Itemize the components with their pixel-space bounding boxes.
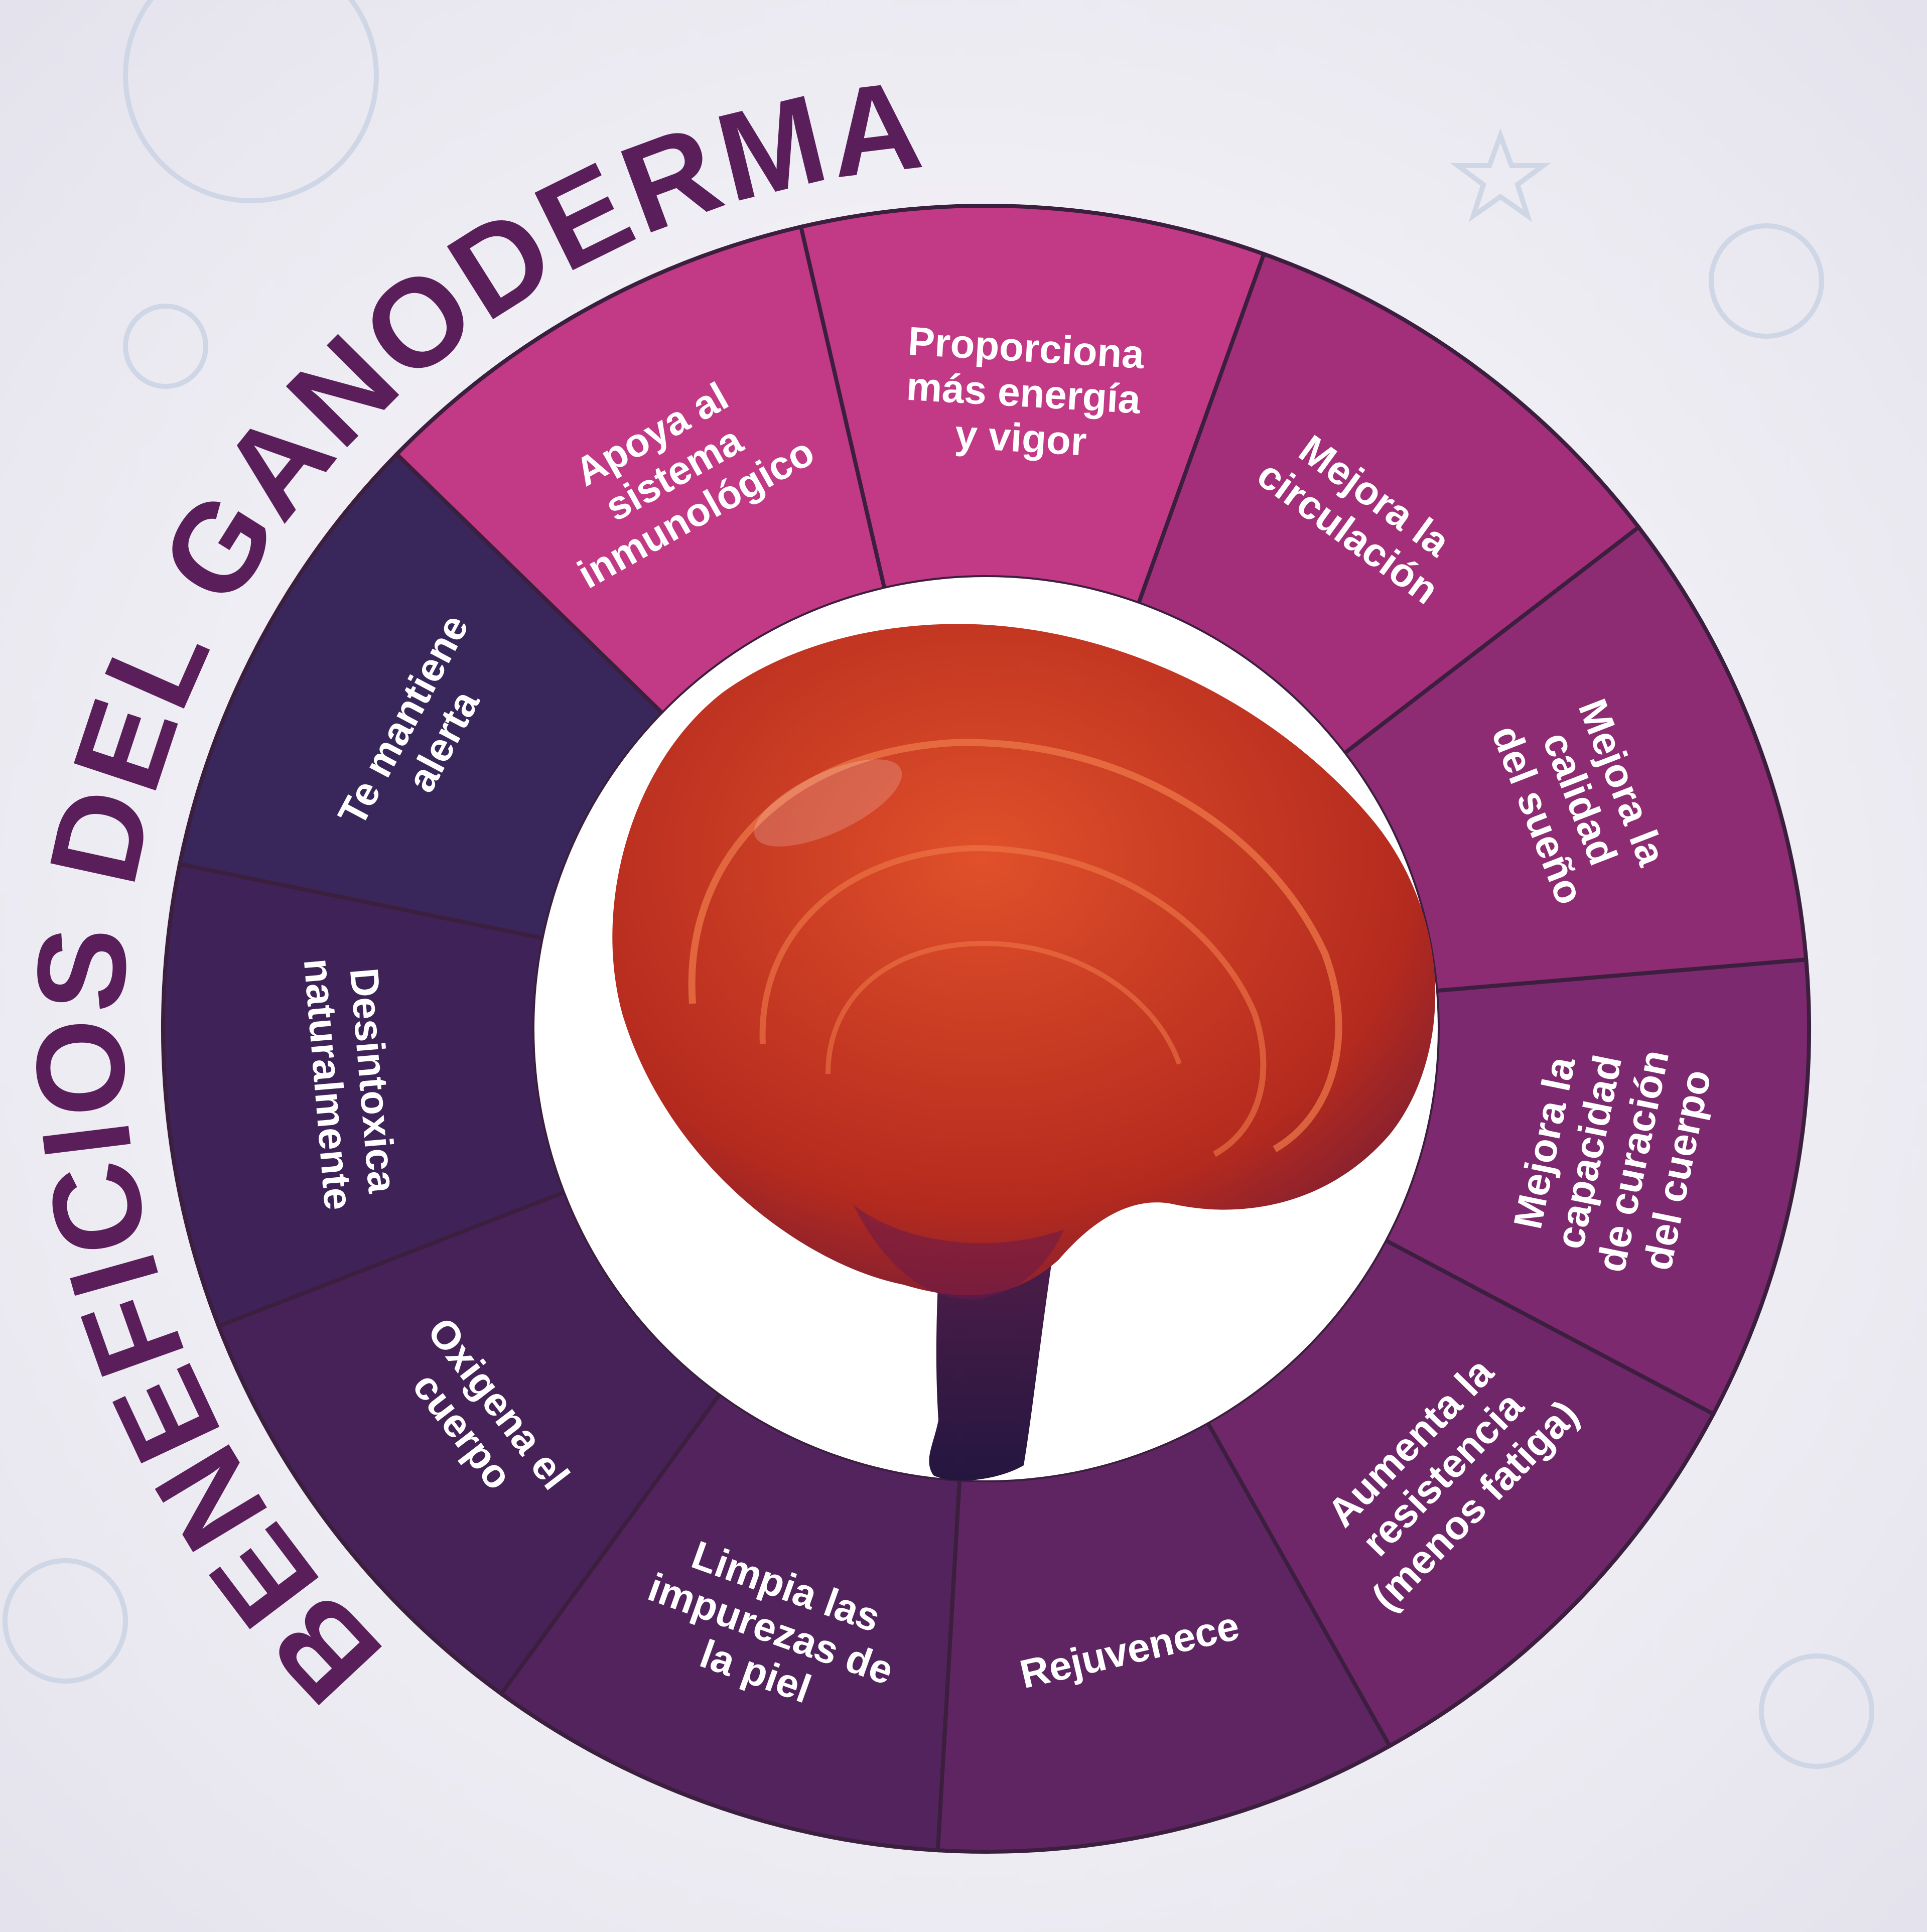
mushroom-highlight bbox=[754, 759, 902, 847]
mushroom-ring-3 bbox=[825, 940, 1182, 1074]
mushroom-base-shadow bbox=[853, 1204, 1064, 1300]
ganoderma-mushroom-icon bbox=[612, 624, 1436, 1481]
doodle-circle-icon bbox=[123, 0, 379, 203]
background-doodles bbox=[3, 0, 1874, 1769]
mushroom-ring-2 bbox=[759, 845, 1267, 1157]
mushroom-ring-1 bbox=[688, 739, 1342, 1153]
doodle-flower-icon bbox=[123, 304, 208, 389]
segment-label-line: y vigor bbox=[954, 411, 1088, 464]
doodle-key-icon bbox=[1709, 223, 1824, 339]
segment-label-9: Desintoxicanaturalmente bbox=[296, 953, 406, 1212]
doodle-star-icon bbox=[1450, 128, 1551, 222]
doodle-gear-icon bbox=[1759, 1653, 1874, 1769]
segments-ring bbox=[161, 204, 1811, 1854]
doodle-clock-icon bbox=[3, 1558, 128, 1684]
mushroom-cap bbox=[612, 624, 1436, 1296]
